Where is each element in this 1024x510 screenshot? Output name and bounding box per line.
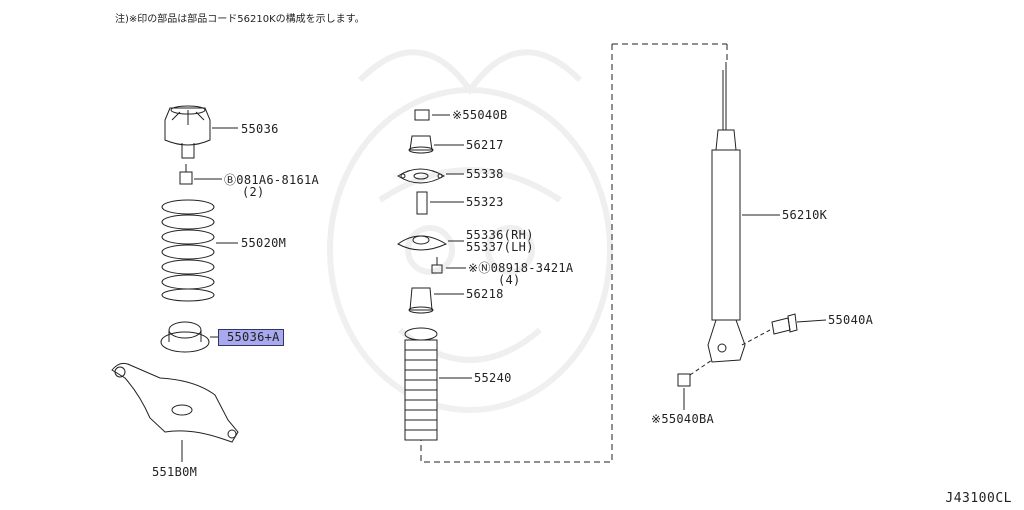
part-55338-drawing <box>397 168 464 184</box>
shock-absorber-56210K-drawing <box>707 62 780 363</box>
bolt-55040A-drawing <box>771 313 827 335</box>
label-56218[interactable]: 56218 <box>466 287 504 301</box>
label-55323[interactable]: 55323 <box>466 195 504 209</box>
part-55323-drawing <box>416 191 464 215</box>
part-55036-drawing <box>164 105 238 159</box>
label-55036[interactable]: 55036 <box>241 122 279 136</box>
label-55240[interactable]: 55240 <box>474 371 512 385</box>
dust-boot-55240-drawing <box>404 327 472 441</box>
label-55336[interactable]: 55336(RH) <box>466 228 534 242</box>
label-55020M[interactable]: 55020M <box>241 236 287 250</box>
label-56217[interactable]: 56217 <box>466 138 504 152</box>
assembly-boundary <box>420 43 728 463</box>
nut-55040BA-drawing <box>677 359 713 410</box>
part-56217-drawing <box>408 135 464 154</box>
label-08918-3421A[interactable]: ※Ⓝ08918-3421A <box>468 261 574 275</box>
label-55338[interactable]: 55338 <box>466 167 504 181</box>
bolt-081A6-drawing <box>179 164 222 185</box>
label-081A6-qty: (2) <box>242 185 265 199</box>
label-55040A[interactable]: 55040A <box>828 313 874 327</box>
lower-arm-551B0M-drawing <box>111 362 239 462</box>
part-55036A-drawing <box>160 321 220 353</box>
part-55336-drawing <box>397 235 466 274</box>
label-55040B[interactable]: ※55040B <box>452 108 508 122</box>
label-081A6-8161A[interactable]: Ⓑ081A6-8161A <box>224 173 320 187</box>
label-56210K[interactable]: 56210K <box>782 208 828 222</box>
diagram-note: 注)※印の部品は部品コード56210Kの構成を示します。 <box>115 14 365 25</box>
part-55040B-drawing <box>414 109 450 121</box>
watermark-logo <box>327 49 613 413</box>
label-55036A-highlighted[interactable]: 55036+A <box>218 329 284 346</box>
label-55040BA[interactable]: ※55040BA <box>651 412 715 426</box>
label-08918-qty: (4) <box>498 273 521 287</box>
part-56218-drawing <box>408 287 464 314</box>
label-551B0M[interactable]: 551B0M <box>152 465 198 479</box>
label-55337[interactable]: 55337(LH) <box>466 240 534 254</box>
diagram-code: J43100CL <box>945 491 1012 506</box>
spring-55020M-drawing <box>161 199 238 302</box>
